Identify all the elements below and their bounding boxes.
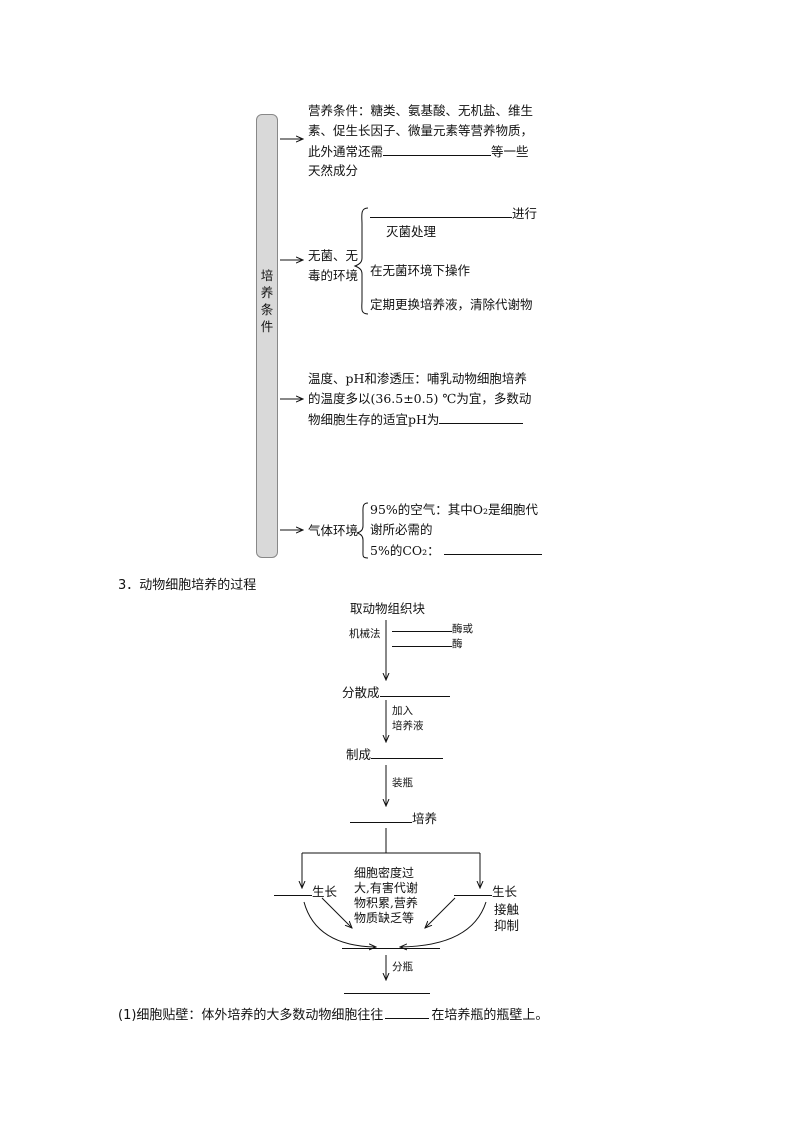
conditions-sidebar: 培养条件: [256, 114, 278, 558]
question1: (1)细胞贴壁：体外培养的大多数动物细胞往往 在培养瓶的瓶壁上。: [118, 1004, 548, 1026]
temperature-line2: 的温度多以(36.5±0.5) ℃为宜，多数动: [308, 391, 532, 406]
gas-label: 气体环境: [308, 523, 359, 538]
brace-sterile: [353, 207, 369, 315]
flow-disperse-text: 分散成: [342, 685, 380, 700]
flow-left-growth-text: 生长: [312, 884, 338, 899]
flow-reason-1: 细胞密度过: [354, 866, 415, 880]
flow-start: 取动物组织块: [350, 601, 426, 616]
nutrition-line3: 此外通常还需 等一些: [308, 141, 529, 162]
curve-right: [400, 901, 487, 947]
sidebar-title: 培养条件: [260, 268, 274, 334]
temperature-line1: 温度、pH和渗透压：哺乳动物细胞培养: [308, 371, 527, 386]
sterile-item1: 进行: [370, 203, 537, 224]
gas-item1-line1: 95%的空气：其中O₂是细胞代: [370, 502, 539, 517]
sterile-item1-line2: 灭菌处理: [386, 224, 437, 239]
flow-reason-4: 物质缺乏等: [354, 911, 415, 925]
gas-item1-line2: 谢所必需的: [370, 522, 433, 537]
temperature-line3-before: 物细胞生存的适宜pH为: [308, 412, 440, 427]
flow-culture-text: 培养: [412, 811, 438, 826]
curve-left: [303, 901, 376, 947]
sterile-item1-after: 进行: [512, 206, 538, 221]
question1-blank: [385, 1004, 430, 1019]
flow-make-text: 制成: [346, 747, 372, 762]
nutrition-line3-after: 等一些: [491, 144, 529, 159]
left-growth-blank: [274, 881, 312, 896]
sterile-label-line1: 无菌、无: [308, 248, 359, 263]
question1-after: 在培养瓶的瓶壁上。: [431, 1008, 549, 1023]
brace-gas: [356, 502, 369, 559]
nutrition-blank: [383, 141, 492, 156]
flow-reason-3: 物积累,营养: [354, 896, 418, 910]
flow-right-growth-text: 生长: [492, 884, 518, 899]
nutrition-line2: 素、促生长因子、微量元素等营养物质，: [308, 123, 534, 138]
flow-make: 制成: [346, 744, 444, 765]
flow-enzyme1-text: 酶或: [452, 623, 473, 635]
flow-add-2: 培养液: [392, 720, 424, 732]
flow-culture: 培养: [350, 808, 437, 829]
question1-before: (1)细胞贴壁：体外培养的大多数动物细胞往往: [118, 1008, 384, 1023]
gas-item2-before: 5%的CO₂：: [370, 543, 440, 558]
flow-enzyme2: 酶: [392, 635, 463, 652]
flow-add-1: 加入: [392, 705, 413, 717]
section3-heading: 3．动物细胞培养的过程: [118, 578, 257, 593]
culture-blank: [350, 808, 412, 823]
flow-contact-1: 接触: [494, 902, 520, 917]
co2-blank: [443, 540, 542, 555]
sterile-item3: 定期更换培养液，清除代谢物: [370, 297, 533, 312]
flow-reason-2: 大,有害代谢: [354, 881, 418, 895]
subculture-blank: [342, 948, 440, 949]
flow-enzyme2-text: 酶: [452, 638, 463, 650]
make-blank: [371, 744, 444, 759]
flow-split: 分瓶: [392, 961, 413, 973]
right-growth-blank: [454, 881, 492, 896]
flow-bottle: 装瓶: [392, 777, 413, 789]
flow-disperse: 分散成: [342, 682, 450, 703]
flow-enzyme1: 酶或: [392, 620, 473, 637]
disperse-blank: [379, 682, 450, 697]
nutrition-line1: 营养条件：糖类、氨基酸、无机盐、维生: [308, 103, 534, 118]
ph-blank: [439, 409, 524, 424]
final-blank: [344, 993, 430, 994]
temperature-line3: 物细胞生存的适宜pH为: [308, 409, 524, 430]
sterile-item2: 在无菌环境下操作: [370, 263, 471, 278]
gas-item2: 5%的CO₂：: [370, 540, 542, 561]
arrow-cross-left: [321, 897, 352, 928]
enzyme2-blank: [392, 635, 452, 647]
flow-right-growth: 生长: [454, 881, 517, 902]
sterile-blank: [370, 203, 512, 218]
nutrition-line4: 天然成分: [308, 163, 359, 178]
sterile-label-line2: 毒的环境: [308, 268, 359, 283]
nutrition-line3-before: 此外通常还需: [308, 144, 384, 159]
arrow-cross-right: [425, 897, 456, 928]
flow-contact-2: 抑制: [494, 918, 520, 933]
flow-left-growth: 生长: [274, 881, 337, 902]
flow-mechanical: 机械法: [349, 628, 381, 640]
enzyme1-blank: [392, 620, 452, 632]
